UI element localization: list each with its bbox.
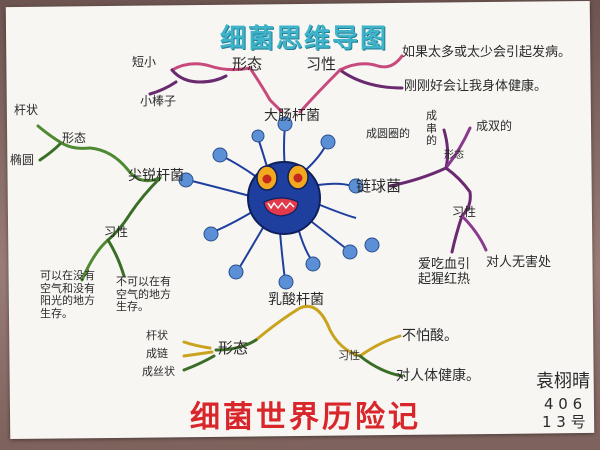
cocci-trait-item-2: 对人无害处: [486, 255, 552, 270]
lacto-form-item-3: 成丝状: [142, 365, 175, 378]
rod-trait-item-2: 不可以在有空气的地方生存。: [116, 275, 171, 314]
bacilli-branches: [148, 54, 404, 114]
rod-form-item-2: 椭圆: [10, 153, 35, 167]
rod-branches: [36, 124, 162, 282]
lacto-trait-item-1: 不怕酸。: [402, 328, 458, 344]
book-title: 细菌世界历险记: [190, 400, 421, 435]
lacto-form-label: 形态: [218, 339, 249, 357]
author-number: 1 3 号: [542, 413, 586, 431]
lacto-branches: [182, 304, 404, 378]
author-class: 4 0 6: [544, 395, 583, 413]
cocci-form-label: 形态: [444, 150, 464, 161]
microbe-face: [256, 164, 309, 217]
cocci-form-item-3: 成双的: [476, 119, 513, 133]
lacto-trait-label: 习性: [338, 349, 360, 362]
bacilli-trait-label: 习性: [306, 55, 337, 73]
rod-trait-item-1: 可以在没有空气和没有阳光的地方生存。: [40, 269, 95, 320]
cocci-form-item-2: 成串的: [426, 109, 437, 148]
bacilli-trait-item-1: 如果太多或太少会引起发病。: [402, 45, 572, 60]
rod-form-label: 形态: [62, 131, 87, 145]
bacilli-form-item-1: 短小: [132, 55, 157, 69]
cocci-trait-item-1: 爱吃血引起猩红热: [418, 257, 471, 287]
cocci-form-item-1: 成圆圈的: [366, 127, 410, 140]
bacilli-name: 大肠杆菌: [264, 108, 320, 124]
bacilli-trait-item-2: 刚刚好会让我身体健康。: [404, 79, 548, 94]
microbe-tentacle-tips: [178, 116, 380, 290]
lacto-form-item-2: 成链: [146, 347, 168, 360]
rod-trait-label: 习性: [104, 225, 129, 239]
cocci-branches: [388, 126, 488, 254]
lacto-name: 乳酸杆菌: [268, 292, 324, 308]
bacilli-form-label: 形态: [232, 55, 263, 73]
bacilli-form-item-2: 小棒子: [140, 94, 177, 108]
lacto-trait-item-2: 对人体健康。: [396, 368, 480, 384]
mindmap-title: 细菌思维导图: [220, 24, 389, 54]
cocci-name: 链球菌: [356, 177, 402, 195]
author-name: 袁栩晴: [536, 371, 590, 392]
rod-form-item-1: 杆状: [14, 103, 39, 117]
cocci-trait-label: 习性: [452, 205, 477, 219]
rod-name: 尖锐杆菌: [128, 168, 184, 184]
lacto-form-item-1: 杆状: [146, 329, 168, 342]
